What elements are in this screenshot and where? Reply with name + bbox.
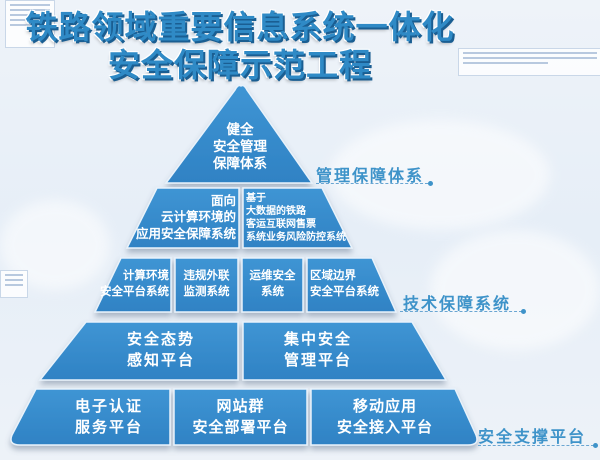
background-code-snippet [0, 270, 28, 298]
title-line-1: 铁路领域重要信息系统一体化 [25, 8, 455, 46]
tier4-left-label: 安全态势 感知平台 [126, 330, 195, 369]
tier3-label-2: 违规外联 监测系统 [183, 268, 230, 298]
tier3-label-3: 运维安全 系统 [249, 268, 296, 298]
tier3-block-4 [306, 257, 398, 313]
tier2-left-label: 面向 云计算环境的 应用安全保障系统 [135, 193, 236, 241]
side-label-management: 管理保障体系 [316, 166, 425, 185]
background-code-snippet [5, 0, 55, 48]
tier4-right-label: 集中安全 管理平台 [283, 330, 352, 369]
title-line-2: 安全保障示范工程 [107, 46, 372, 84]
tier4-block-left [38, 321, 239, 381]
tier5-block-2 [173, 388, 308, 446]
tier3-block-2 [174, 257, 239, 313]
side-label-support: 安全支撑平台 [478, 427, 587, 446]
side-label-technical-underline [400, 311, 522, 312]
tier2-block-right [242, 187, 354, 249]
side-label-technical-dot [521, 309, 526, 314]
tier3-block-1 [93, 257, 172, 313]
tier1-label: 健全 安全管理 保障体系 [213, 122, 267, 172]
side-label-management-dot [428, 181, 433, 186]
tier5-block-3 [310, 388, 478, 446]
tier2-block-left [125, 187, 240, 249]
tier3-block-3 [241, 257, 304, 313]
side-label-technical: 技术保障系统 [403, 294, 512, 313]
background-code-snippet [458, 48, 600, 76]
side-label-support-underline [478, 445, 594, 446]
tier5-label-1: 电子认证 服务平台 [74, 397, 143, 436]
tier5-block-1 [10, 388, 171, 446]
side-label-support-dot [593, 443, 598, 448]
map-cloud-shape [430, 230, 600, 350]
tier1-block [164, 84, 314, 184]
tier5-label-3: 移动应用 安全接入平台 [336, 397, 433, 436]
tier3-label-4: 区域边界 安全平台系统 [310, 268, 379, 298]
tier4-block-right [242, 321, 448, 381]
tier5-label-2: 网站群 安全部署平台 [192, 397, 289, 436]
tier3-label-1: 计算环境 安全平台系统 [100, 268, 169, 298]
map-cloud-shape [330, 120, 550, 230]
tier2-right-label: 基于 大数据的铁路 客运互联网售票 系统业务风险防控系统 [246, 193, 346, 243]
side-label-management-underline [316, 183, 428, 184]
